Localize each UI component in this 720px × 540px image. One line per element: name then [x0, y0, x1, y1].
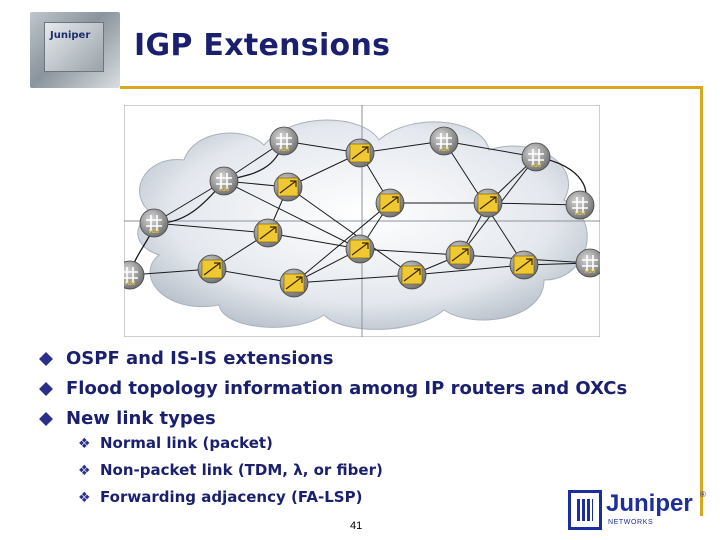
router-m20: M20 [209, 166, 239, 196]
bullet-text: OSPF and IS-IS extensions [66, 348, 334, 369]
oxc-switch [273, 172, 303, 202]
clover-bullet-icon: ❖ [78, 490, 91, 506]
oxc-switch [197, 254, 227, 284]
slide-title: IGP Extensions [134, 28, 391, 63]
sub-bullet-item: ❖ Normal link (packet) [78, 432, 383, 459]
oxc-switch [375, 188, 405, 218]
router-m20: M20 [521, 142, 551, 172]
oxc-switch [473, 188, 503, 218]
router-label: M20 [439, 147, 450, 153]
sub-bullet-text: Non-packet link (TDM, λ, or fiber) [100, 461, 383, 479]
oxc-switch [509, 250, 539, 280]
bullet-item: New link types [39, 406, 627, 436]
bullet-list: OSPF and IS-IS extensions Flood topology… [39, 346, 628, 436]
sub-bullet-list: ❖ Normal link (packet) ❖ Non-packet link (… [78, 432, 383, 513]
logo-tagline: NETWORKS [608, 519, 654, 526]
sub-bullet-item: ❖ Non-packet link (TDM, λ, or fiber) [78, 459, 383, 486]
router-label: M20 [125, 281, 136, 287]
oxc-switch [345, 234, 375, 264]
router-label: M20 [531, 163, 542, 169]
diamond-bullet-icon [39, 412, 53, 426]
bullet-item: Flood topology information among IP rout… [39, 376, 628, 406]
router-m20: M20 [124, 260, 145, 290]
bullet-text: New link types [66, 408, 216, 429]
clover-bullet-icon: ❖ [78, 463, 91, 479]
router-label: M20 [279, 147, 290, 153]
clover-bullet-icon: ❖ [78, 436, 91, 452]
oxc-switch [253, 218, 283, 248]
right-border-rule [700, 86, 703, 516]
router-m20: M20 [269, 126, 299, 156]
sub-bullet-text: Forwarding adjacency (FA-LSP) [100, 488, 363, 506]
router-m20: M20 [139, 208, 169, 238]
cloud-shape [137, 119, 588, 330]
diamond-bullet-icon [39, 352, 53, 366]
router-label: M20 [575, 211, 586, 217]
bullet-text: Flood topology information among IP rout… [66, 378, 628, 399]
page-number: 41 [350, 520, 363, 532]
oxc-switch [445, 240, 475, 270]
router-m20: M20 [575, 248, 600, 278]
oxc-switch [345, 138, 375, 168]
router-m20: M20 [429, 126, 459, 156]
logo-name: Juniper [606, 490, 693, 517]
oxc-switch [279, 268, 309, 298]
chip-die [44, 22, 104, 72]
sub-bullet-item: ❖ Forwarding adjacency (FA-LSP) [78, 486, 383, 513]
registered-mark: ® [700, 490, 706, 499]
oxc-switch [397, 260, 427, 290]
header-chip-image: Juniper [30, 12, 120, 88]
router-label: M20 [219, 187, 230, 193]
juniper-networks-logo: Juniper NETWORKS ® [568, 490, 708, 532]
chip-logo-text: Juniper [50, 30, 91, 41]
router-m20: M20 [565, 190, 595, 220]
router-label: M20 [149, 229, 160, 235]
title-underline [120, 86, 702, 89]
router-label: M20 [585, 269, 596, 275]
bullet-item: OSPF and IS-IS extensions [39, 346, 627, 376]
diamond-bullet-icon [39, 382, 53, 396]
network-diagram: M20 M20 M20 M20 M20 M20 M20 M20 [124, 105, 600, 337]
sub-bullet-text: Normal link (packet) [100, 434, 273, 452]
logo-mark-icon [568, 490, 602, 530]
